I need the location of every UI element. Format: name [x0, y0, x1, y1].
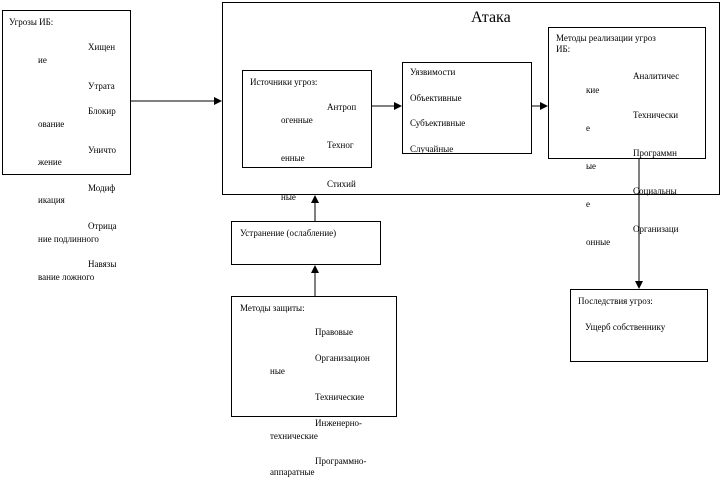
elimination-box [231, 221, 381, 265]
method-item-5a: Организаци [633, 224, 679, 234]
protection-title: Методы защиты: [240, 303, 305, 313]
threat-item-3b: ование [38, 119, 65, 129]
vulnerability-item-2: Субъективные [410, 118, 466, 128]
protection-item-4b: технические [270, 431, 318, 441]
consequences-title: Последствия угроз: [578, 296, 653, 306]
sources-title: Источники угроз: [250, 77, 318, 87]
source-item-2a: Техног [327, 140, 354, 150]
threat-item-2a: Утрата [88, 81, 115, 91]
sources-box [242, 70, 372, 168]
protection-box [231, 296, 397, 417]
source-item-1b: огенные [281, 115, 313, 125]
protection-item-3a: Технические [315, 392, 365, 402]
method-item-4a: Социальны [633, 186, 677, 196]
threat-item-4a: Уничто [88, 145, 117, 155]
elimination-title: Устранение (ослабление) [240, 228, 337, 238]
method-item-1a: Аналитичес [633, 71, 680, 81]
threat-item-3a: Блокир [88, 106, 116, 116]
threat-item-6b: ние подлинного [38, 234, 99, 244]
source-item-1a: Антроп [327, 102, 357, 112]
attack-title: Атака [471, 9, 511, 26]
threat-item-4b: жение [38, 157, 62, 167]
threat-item-6a: Отрица [88, 221, 117, 231]
protection-item-5a: Программно- [315, 456, 367, 466]
source-item-3b: ные [281, 192, 296, 202]
protection-item-2b: ные [270, 366, 285, 376]
vulnerability-item-1: Объективные [410, 93, 462, 103]
vulnerabilities-title: Уязвимости [410, 67, 456, 77]
method-item-4b: е [586, 199, 590, 209]
methods-title-line1: Методы реализации угроз [556, 33, 656, 43]
methods-title-line2: ИБ: [556, 44, 571, 54]
protection-item-1a: Правовые [315, 327, 353, 337]
threat-item-5a: Модиф [88, 183, 116, 193]
threats-box [2, 10, 131, 175]
methods-box [548, 27, 706, 159]
threat-item-1b: ие [38, 55, 47, 65]
method-item-2b: е [586, 123, 590, 133]
threat-item-7a: Навязы [88, 259, 117, 269]
protection-item-5b: аппаратные [270, 467, 315, 477]
method-item-5b: онные [586, 237, 611, 247]
method-item-1b: кие [586, 85, 600, 95]
threat-item-5b: икация [38, 195, 65, 205]
threat-item-7b: вание ложного [38, 272, 95, 282]
method-item-2a: Технически [633, 110, 679, 120]
vulnerability-item-3: Случайные [410, 144, 454, 154]
threat-item-1a: Хищен [88, 42, 116, 52]
source-item-3a: Стихий [327, 179, 356, 189]
consequences-box [570, 289, 708, 362]
consequences-item: Ущерб собственнику [585, 322, 666, 332]
protection-item-4a: Инженерно- [315, 418, 363, 428]
source-item-2b: енные [281, 153, 305, 163]
protection-item-2a: Организацион [315, 353, 370, 363]
method-item-3a: Программн [633, 148, 677, 158]
vulnerabilities-box [402, 62, 532, 154]
method-item-3b: ые [586, 161, 597, 171]
threats-title: Угрозы ИБ: [9, 17, 54, 27]
